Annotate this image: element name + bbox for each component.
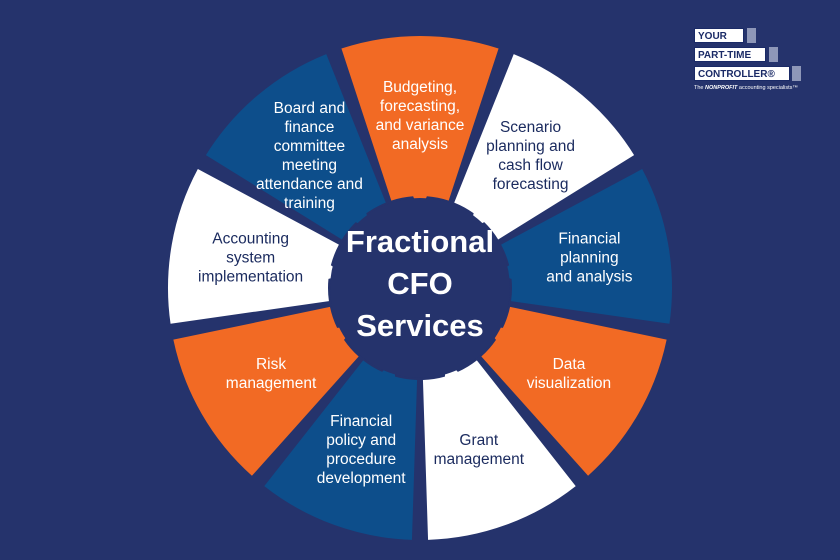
logo-tagline: The NONPROFIT accounting specialists™: [694, 84, 798, 92]
segment-label-line: management: [433, 450, 525, 468]
logo-line-your: YOUR: [694, 28, 744, 43]
segment-label-line: meeting: [281, 157, 338, 175]
segment-label-line: committee: [273, 138, 346, 156]
segment-label-line: implementation: [198, 268, 304, 286]
segment-label-line: management: [225, 375, 317, 392]
segment-label-line: Scenario: [499, 119, 562, 137]
hub-circle: [330, 198, 510, 378]
segment-label-line: finance: [284, 119, 335, 137]
wheel-segment: [173, 306, 359, 476]
segment-label-line: forecasting,: [379, 98, 461, 115]
hub-title: Fractional CFO Services: [325, 221, 515, 347]
segment-label-line: Financial: [330, 412, 393, 430]
logo-line-part-time: PART-TIME: [694, 47, 766, 62]
segment-label-line: planning and: [486, 138, 575, 156]
wheel-segment: [481, 306, 667, 476]
segment-label-line: development: [316, 469, 406, 487]
segment-label: Risk management: [205, 355, 337, 393]
logo-block: [747, 28, 756, 43]
segment-label-line: system: [226, 249, 276, 267]
segment-label-line: attendance and: [256, 176, 363, 194]
hub-title-line: CFO: [387, 266, 453, 301]
wheel-segment: [264, 359, 418, 540]
logo-tagline-emphasis: NONPROFIT: [705, 85, 738, 91]
wheel-segment: [494, 169, 672, 324]
segment-label-line: Financial: [558, 230, 621, 248]
segment-label: Budgeting, forecasting, and variance analys…: [354, 78, 486, 154]
wheel-segment: [454, 54, 635, 240]
segment-label: Data visualization: [503, 355, 635, 393]
logo-block: [769, 47, 778, 62]
segment-label-line: policy and: [326, 431, 397, 449]
wheel-segment: [422, 359, 576, 540]
segment-label-line: training: [284, 195, 335, 213]
segment-label-line: forecasting: [492, 176, 569, 194]
logo-tagline-suffix: accounting specialists™: [737, 85, 798, 91]
logo-line-controller: CONTROLLER®: [694, 66, 790, 81]
wheel-segment: [168, 169, 346, 324]
segment-label-line: planning: [560, 249, 619, 267]
segment-label-line: cash flow: [498, 157, 563, 175]
segment-label-line: Risk: [255, 356, 287, 373]
segment-label-line: analysis: [392, 136, 448, 153]
logo-tagline-prefix: The: [694, 85, 706, 91]
segment-label-line: and variance: [375, 117, 465, 134]
segment-label-line: Board and: [273, 100, 346, 118]
segment-label-line: Accounting: [212, 230, 289, 248]
logo-block: [792, 66, 801, 81]
segment-label-line: visualization: [526, 375, 612, 392]
segment-label-line: and analysis: [546, 268, 633, 286]
wheel-segment: [341, 35, 499, 213]
segment-label-line: Budgeting,: [382, 79, 458, 96]
hub-title-line: Fractional: [345, 224, 495, 259]
segment-label-line: Grant: [459, 431, 499, 449]
wheel-segment: [205, 54, 386, 240]
segment-label-line: procedure: [326, 450, 397, 468]
hub-title-line: Services: [356, 308, 484, 343]
segment-label-line: Data: [552, 356, 586, 373]
company-logo: YOUR PART-TIME CONTROLLER® The NONPROFIT…: [692, 28, 812, 98]
